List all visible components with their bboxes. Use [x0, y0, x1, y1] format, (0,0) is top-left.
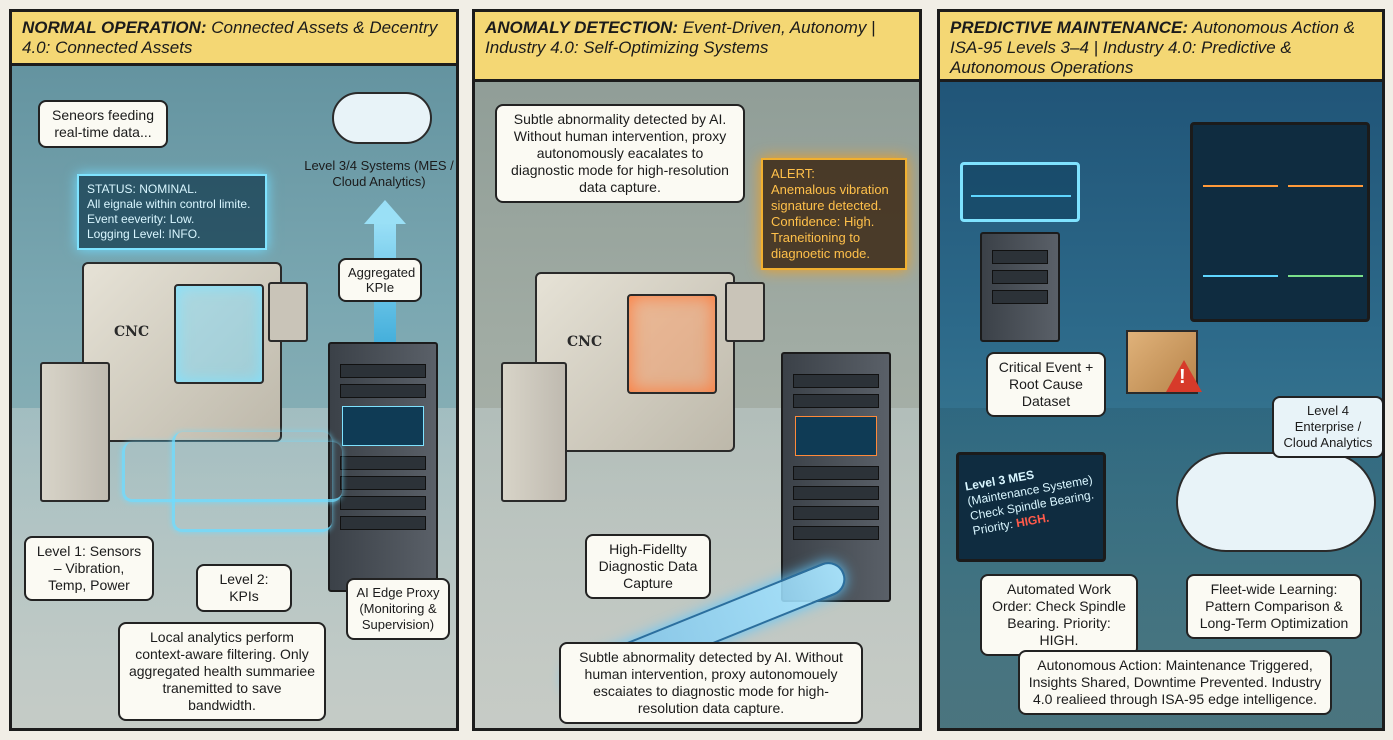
- panel-header: ANOMALY DETECTION: Event-Driven, Autonom…: [475, 12, 919, 82]
- aggregated-kpis-bubble: Aggregated KPIe: [338, 258, 422, 302]
- cnc-machine: CNC: [82, 262, 282, 442]
- fleet-learning-bubble: Fleet-wide Learning: Pattern Comparison …: [1186, 574, 1362, 639]
- edge-proxy-server: [781, 352, 891, 602]
- local-analytics-bubble: Local analytics perform context-aware fi…: [118, 622, 326, 721]
- panel-anomaly-detection: ANOMALY DETECTION: Event-Driven, Autonom…: [472, 9, 922, 731]
- status-line: STATUS: NOMINAL.: [87, 182, 198, 196]
- waveform-panel: [960, 162, 1080, 222]
- critical-event-bubble: Critical Event + Root Cause Dataset: [986, 352, 1106, 417]
- cnc-label: CNC: [567, 334, 603, 350]
- mes-monitor: [956, 452, 1106, 562]
- status-line: All eignale within control limite.: [87, 197, 251, 211]
- alert-line: Traneitioning to diagnoetic mode.: [771, 230, 871, 261]
- data-cable: [172, 432, 332, 532]
- systems-label: Level 3/4 Systems (MES / Cloud Analytics…: [304, 158, 454, 189]
- autonomous-action-bubble: Autonomous Action: Maintenance Triggered…: [1018, 650, 1332, 715]
- cnc-label: CNC: [114, 324, 150, 340]
- status-line: Event eeverity: Low.: [87, 212, 195, 226]
- edge-proxy-server: [328, 342, 438, 592]
- anomaly-top-bubble: Subtle abnormality detected by AI. Witho…: [495, 104, 745, 203]
- cloud-icon: [1176, 452, 1376, 552]
- work-order-bubble: Automated Work Order: Check Spindle Bear…: [980, 574, 1138, 656]
- panel-normal-operation: NORMAL OPERATION: Connected Assets & Dec…: [9, 9, 459, 731]
- cloud-icon: [332, 92, 432, 144]
- panel-title-rest: Event-Driven, Autonomy | Industry 4.0: S…: [485, 18, 876, 57]
- level4-bubble: Level 4 Enterprise / Cloud Analytics: [1272, 396, 1382, 458]
- panel-header: PREDICTIVE MAINTENANCE: Autonomous Actio…: [940, 12, 1382, 82]
- panel-title-rest: Autonomous Action & ISA-95 Levels 3–4 | …: [950, 18, 1355, 77]
- alert-line: Confidence: High.: [771, 214, 875, 229]
- anomaly-bottom-bubble: Subtle abnormality detected by AI. Witho…: [559, 642, 863, 724]
- alert-screen: ALERT: Anemalous vibration signature det…: [761, 158, 907, 270]
- cnc-machine: CNC: [535, 272, 735, 452]
- panel-header: NORMAL OPERATION: Connected Assets & Dec…: [12, 12, 456, 66]
- analytics-monitor: [1190, 122, 1370, 322]
- operator-panel: [268, 282, 308, 342]
- alert-line: ALERT:: [771, 166, 815, 181]
- level2-bubble: Level 2: KPIs: [196, 564, 292, 612]
- sensors-bubble: Seneors feeding real-time data...: [38, 100, 168, 148]
- edge-server: [980, 232, 1060, 342]
- operator-panel: [725, 282, 765, 342]
- control-cabinet: [501, 362, 567, 502]
- capture-bubble: High-Fidellty Diagnostic Data Capture: [585, 534, 711, 599]
- data-cable: [122, 442, 342, 502]
- warning-mark: !: [1179, 366, 1186, 388]
- alert-line: Anemalous vibration signature detected.: [771, 182, 889, 213]
- panel-title-bold: PREDICTIVE MAINTENANCE:: [950, 18, 1189, 37]
- panel-title-bold: NORMAL OPERATION:: [22, 18, 207, 37]
- panel-predictive-maintenance: PREDICTIVE MAINTENANCE: Autonomous Actio…: [937, 9, 1385, 731]
- control-cabinet: [40, 362, 110, 502]
- panel-title-bold: ANOMALY DETECTION:: [485, 18, 678, 37]
- status-screen: STATUS: NOMINAL. All eignale within cont…: [77, 174, 267, 250]
- panel-title-rest: Connected Assets & Decentry 4.0: Connect…: [22, 18, 438, 57]
- level1-bubble: Level 1: Sensors – Vibration, Temp, Powe…: [24, 536, 154, 601]
- warning-icon: [1166, 360, 1202, 392]
- edge-proxy-bubble: AI Edge Proxy (Monitoring & Supervision): [346, 578, 450, 640]
- status-line: Logging Level: INFO.: [87, 227, 201, 241]
